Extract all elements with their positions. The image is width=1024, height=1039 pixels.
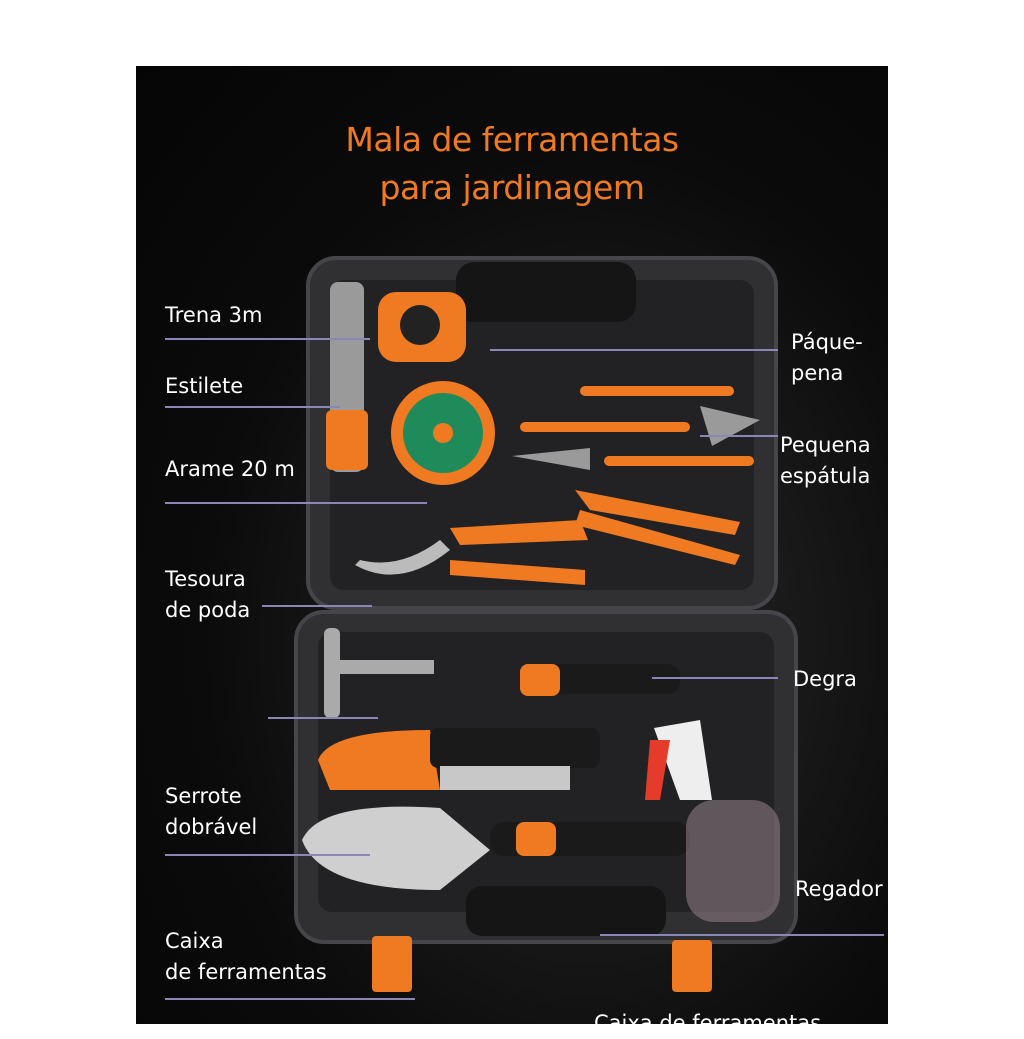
label-sprayer: Regador [795, 877, 883, 901]
label-wire: Arame 20 m [165, 457, 295, 481]
label-tape-measure: Trena 3m [165, 303, 263, 327]
label-pruning-shears: Tesoura de poda [165, 567, 251, 622]
spray-bottle-icon [645, 720, 780, 922]
title-line-2: para jardinagem [379, 168, 645, 207]
label-folding-saw: Serrote dobrável [165, 784, 258, 839]
small-tools-icon [512, 386, 760, 470]
leader-line [490, 349, 778, 351]
leader-line [652, 677, 778, 679]
label-rake: Degra [793, 667, 857, 691]
label-shovel: Páque- pena [791, 330, 863, 385]
hand-rake-icon [324, 628, 680, 718]
leader-line [165, 406, 340, 408]
folding-saw-icon [318, 728, 600, 790]
leader-line [600, 934, 884, 936]
label-small-spatula: Pequena espátula [780, 433, 871, 488]
leader-line [165, 502, 427, 504]
label-toolbox: Caixa de ferramentas [165, 929, 327, 984]
wire-reel-icon [391, 381, 495, 485]
leader-line [165, 998, 415, 1000]
label-utility-knife: Estilete [165, 374, 244, 398]
title-line-1: Mala de ferramentas [345, 120, 679, 159]
leader-line [165, 854, 370, 856]
leader-line [700, 435, 778, 437]
utility-knife-icon [326, 282, 368, 472]
leader-line [262, 605, 372, 607]
trowel-icon [302, 806, 690, 890]
case-latches [372, 936, 712, 992]
pruning-shears-icon [355, 490, 740, 585]
leader-line [268, 717, 378, 719]
tape-measure-icon [378, 292, 466, 362]
leader-line [165, 338, 370, 340]
